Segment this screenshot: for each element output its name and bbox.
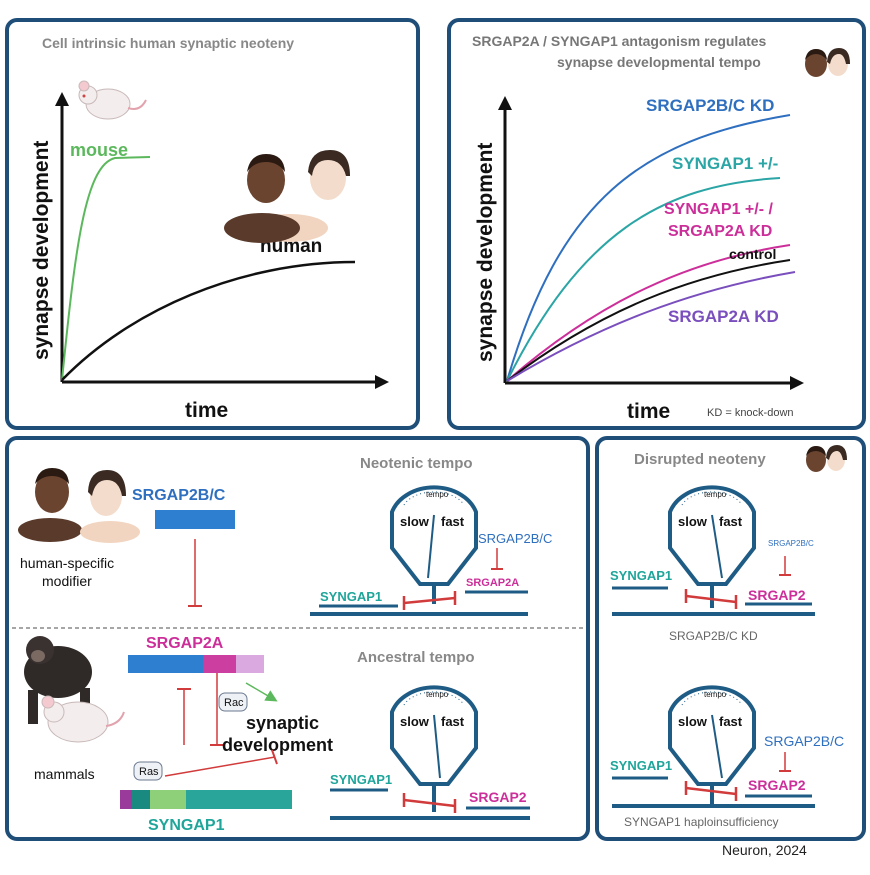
ras-label: Ras (139, 766, 159, 778)
label-syngap1-het: SYNGAP1 +/- (672, 154, 778, 173)
neotenic-slow: slow (400, 514, 430, 529)
neotenic-title: Neotenic tempo (360, 455, 473, 472)
neotenic-syngap1: SYNGAP1 (320, 589, 382, 604)
panel-a-title: Cell intrinsic human synaptic neoteny (42, 35, 294, 51)
kd-srgap2: SRGAP2 (748, 587, 806, 603)
srgap2bc-label: SRGAP2B/C (132, 487, 226, 504)
kd-caption: SRGAP2B/C KD (669, 629, 758, 643)
kd-tempo-text: tempo (704, 490, 727, 499)
panel-a-xlabel: time (185, 399, 228, 422)
panel-d: Disrupted neoteny tempo slow fast SRGAP2… (595, 436, 866, 841)
curve-syngap1-het (506, 177, 781, 382)
hap-fast: fast (719, 714, 743, 729)
syngap1-c2-domain (132, 790, 150, 809)
curve-control (506, 259, 791, 382)
ancestral-title: Ancestral tempo (357, 649, 475, 666)
hap-tempo-text: tempo (704, 690, 727, 699)
mouse-curve (61, 156, 151, 381)
panel-d-frame (595, 436, 866, 841)
panel-b-frame (447, 18, 866, 430)
modifier-line1: human-specific (20, 555, 114, 571)
synaptic-line2: development (222, 735, 333, 755)
citation: Neuron, 2024 (722, 842, 807, 858)
rac-label: Rac (224, 697, 244, 709)
kd-fast: fast (719, 514, 743, 529)
ancestral-gauge: tempo (390, 685, 478, 812)
syngap1-tail-domain (186, 790, 292, 809)
hap-caption: SYNGAP1 haploinsufficiency (624, 815, 779, 829)
neotenic-fast: fast (441, 514, 465, 529)
ras-inhibit-line (164, 756, 276, 777)
human-faces-illustration (224, 150, 350, 243)
rac-badge (218, 692, 248, 712)
syngap1-ph-domain (120, 790, 132, 809)
panel-b-faces-icon (805, 48, 850, 77)
label-srgap2bc-kd: SRGAP2B/C KD (646, 96, 774, 115)
ancestral-slow: slow (400, 714, 430, 729)
srgap2a-label: SRGAP2A (146, 635, 224, 652)
hap-slow: slow (678, 714, 708, 729)
label-srgap2a-kd: SRGAP2A KD (668, 307, 779, 326)
panel-a: Cell intrinsic human synaptic neoteny sy… (5, 18, 420, 430)
syngap1-rasgap-domain (150, 790, 186, 809)
neotenic-tempo-text: tempo (426, 490, 449, 499)
srgap2a-fbar-domain (128, 655, 203, 673)
panel-d-faces-icon (806, 445, 847, 472)
curve-srgap2a-kd (506, 271, 796, 382)
mouse-label: mouse (70, 140, 128, 160)
panel-a-y-arrow (55, 92, 69, 106)
ancestral-fast: fast (441, 714, 465, 729)
neotenic-srgap2a: SRGAP2A (466, 577, 519, 589)
srgap2bc-bar (155, 510, 235, 529)
panel-b-xlabel: time (627, 400, 670, 423)
kd-mutual-inhibit (685, 594, 737, 604)
ras-inhibit-bar (271, 749, 278, 765)
srgap2a-gap-domain (203, 655, 236, 673)
ancestral-srgap2: SRGAP2 (469, 789, 527, 805)
curve-srgap2bc-kd (506, 114, 791, 382)
panel-a-ylabel: synapse development (30, 141, 53, 360)
neotenic-mutual-inhibit (403, 596, 456, 605)
ancestral-tempo-text: tempo (426, 690, 449, 699)
panel-d-title: Disrupted neoteny (634, 451, 766, 468)
rac-arrow (245, 682, 278, 702)
modifier-line2: modifier (42, 573, 92, 589)
srgap2a-sh3-domain (236, 655, 264, 673)
label-double-line2: SRGAP2A KD (668, 223, 772, 240)
kd-slow: slow (678, 514, 708, 529)
hap-mutual-inhibit (685, 786, 737, 796)
hap-srgap2bc: SRGAP2B/C (764, 733, 844, 749)
synaptic-line1: synaptic (246, 713, 319, 733)
curve-double (506, 244, 791, 382)
ancestral-mutual-inhibit (403, 798, 456, 808)
hap-syngap1: SYNGAP1 (610, 758, 672, 773)
panel-b-ylabel: synapse development (474, 143, 497, 362)
neotenic-gauge: tempo (390, 485, 478, 604)
kd-gauge: tempo (668, 485, 756, 608)
mammals-label: mammals (34, 766, 95, 782)
panel-b-x-arrow (790, 376, 804, 390)
hap-srgap2: SRGAP2 (748, 777, 806, 793)
ras-badge (133, 761, 163, 781)
syngap1-label: SYNGAP1 (148, 817, 225, 834)
ancestral-syngap1: SYNGAP1 (330, 772, 392, 787)
panel-c: human-specific modifier SRGAP2B/C SRGAP2… (5, 436, 590, 841)
panel-a-x-arrow (375, 375, 389, 389)
panel-c-human-faces (18, 468, 140, 543)
mouse-illustration (78, 80, 147, 120)
panel-b-footnote: KD = knock-down (707, 407, 794, 419)
panel-b-title-line2: synapse developmental tempo (557, 54, 761, 70)
kd-srgap2bc: SRGAP2B/C (768, 539, 814, 548)
panel-b-title-line1: SRGAP2A / SYNGAP1 antagonism regulates (472, 33, 767, 49)
label-double-line1: SYNGAP1 +/- / (664, 201, 773, 218)
chimp-mouse-illustration (24, 636, 125, 743)
neotenic-srgap2bc: SRGAP2B/C (478, 531, 552, 546)
panel-a-frame (5, 18, 420, 430)
human-curve (61, 260, 356, 381)
kd-syngap1: SYNGAP1 (610, 568, 672, 583)
panel-b: SRGAP2A / SYNGAP1 antagonism regulates s… (447, 18, 866, 430)
panel-b-y-arrow (498, 96, 512, 110)
label-control: control (729, 246, 776, 262)
